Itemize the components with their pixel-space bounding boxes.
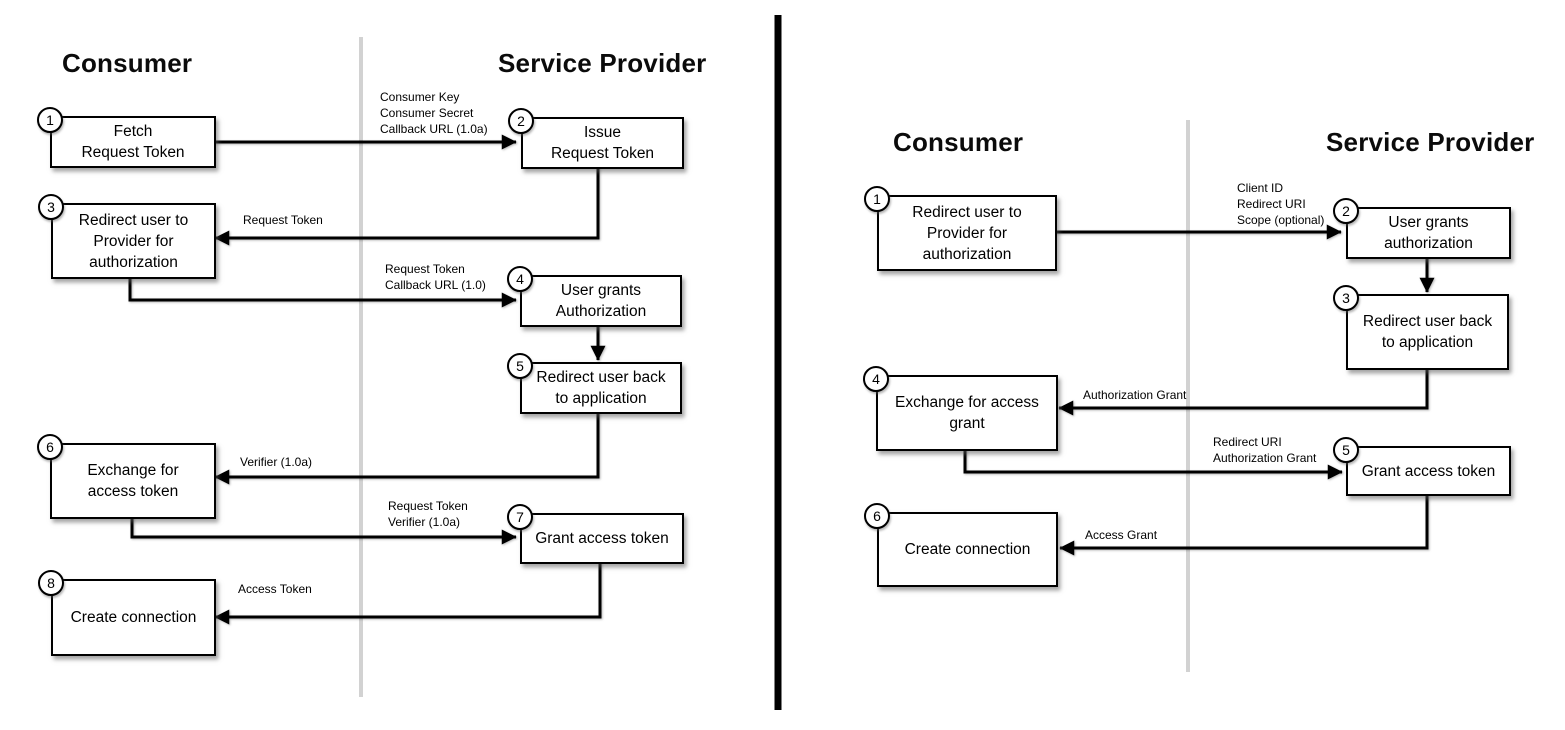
right-step-5-box: 5 Grant access token (1333, 437, 1511, 496)
arrow-right-4-to-5 (963, 448, 1343, 480)
right-step-1-box: 1 Redirect user to Provider for authoriz… (864, 186, 1057, 271)
step-number-badge: 3 (38, 194, 64, 220)
step-number-badge: 3 (1333, 285, 1359, 311)
left-step-1-box: 1 Fetch Request Token (37, 107, 216, 168)
right-step-4-box: 4 Exchange for access grant (863, 366, 1058, 451)
left-step-8-box: 8 Create connection (38, 570, 216, 656)
arrow-label-consumer-key-secret-callback: Consumer Key Consumer Secret Callback UR… (380, 90, 488, 136)
arrow-left-5-to-6 (214, 411, 600, 485)
step-label: Redirect user to Provider for authorizat… (912, 203, 1022, 263)
arrow-label-access-grant: Access Grant (1085, 528, 1158, 542)
arrow-label-redirect-uri-auth-grant: Redirect URI Authorization Grant (1213, 435, 1317, 465)
step-number-badge: 8 (38, 570, 64, 596)
left-step-6-box: 6 Exchange for access token (37, 434, 216, 519)
arrow-left-7-to-8 (214, 561, 602, 625)
arrow-right-3-to-4 (1058, 367, 1429, 416)
step-number-badge: 7 (507, 504, 533, 530)
step-label: Grant access token (1361, 462, 1496, 480)
step-number-badge: 2 (508, 108, 534, 134)
step-number-badge: 6 (864, 503, 890, 529)
left-step-4-box: 4 User grants Authorization (507, 266, 682, 327)
arrow-label-client-id-redirect-scope: Client ID Redirect URI Scope (optional) (1237, 181, 1325, 227)
step-label: Redirect user back to application (1362, 313, 1493, 351)
step-number-badge: 5 (507, 353, 533, 379)
left-step-7-box: 7 Grant access token (507, 504, 684, 564)
right-provider-title: Service Provider (1326, 127, 1535, 157)
step-number-badge: 2 (1333, 198, 1359, 224)
left-step-3-box: 3 Redirect user to Provider for authoriz… (38, 194, 216, 279)
arrow-label-request-token-callback: Request Token Callback URL (1.0) (385, 262, 486, 292)
right-consumer-title: Consumer (893, 127, 1024, 157)
step-label: User grants Authorization (555, 282, 647, 320)
arrow-label-request-token: Request Token (243, 213, 323, 227)
right-step-6-box: 6 Create connection (864, 503, 1058, 587)
step-number-badge: 4 (507, 266, 533, 292)
step-label: Create connection (70, 609, 197, 626)
step-number-badge: 1 (864, 186, 890, 212)
arrow-right-5-to-6 (1059, 493, 1429, 556)
arrow-label-verifier: Verifier (1.0a) (240, 455, 313, 469)
left-step-2-box: 2 Issue Request Token (508, 108, 684, 169)
right-step-2-box: 2 User grants authorization (1333, 198, 1511, 259)
step-number-badge: 4 (863, 366, 889, 392)
step-number-badge: 6 (37, 434, 63, 460)
step-label: Grant access token (535, 530, 669, 547)
step-label: Redirect user to Provider for authorizat… (78, 211, 189, 271)
step-label: Exchange for access grant (895, 394, 1039, 432)
step-label: User grants authorization (1384, 214, 1473, 252)
arrow-label-request-token-verifier: Request Token Verifier (1.0a) (388, 499, 468, 529)
step-label: Fetch Request Token (81, 123, 185, 161)
step-number-badge: 1 (37, 107, 63, 133)
right-step-3-box: 3 Redirect user back to application (1333, 285, 1509, 370)
step-label: Exchange for access token (87, 462, 179, 500)
step-label: Redirect user back to application (536, 369, 666, 407)
left-provider-title: Service Provider (498, 48, 707, 78)
step-number-badge: 5 (1333, 437, 1359, 463)
arrow-label-authorization-grant: Authorization Grant (1083, 388, 1187, 402)
arrow-left-3-to-4 (128, 276, 517, 308)
arrow-left-2-to-3 (214, 166, 600, 246)
arrow-left-6-to-7 (130, 516, 517, 545)
arrow-label-access-token: Access Token (238, 582, 312, 596)
step-label: Issue Request Token (550, 124, 655, 162)
step-label: Create connection (904, 541, 1031, 558)
left-step-5-box: 5 Redirect user back to application (507, 353, 682, 414)
left-consumer-title: Consumer (62, 48, 193, 78)
